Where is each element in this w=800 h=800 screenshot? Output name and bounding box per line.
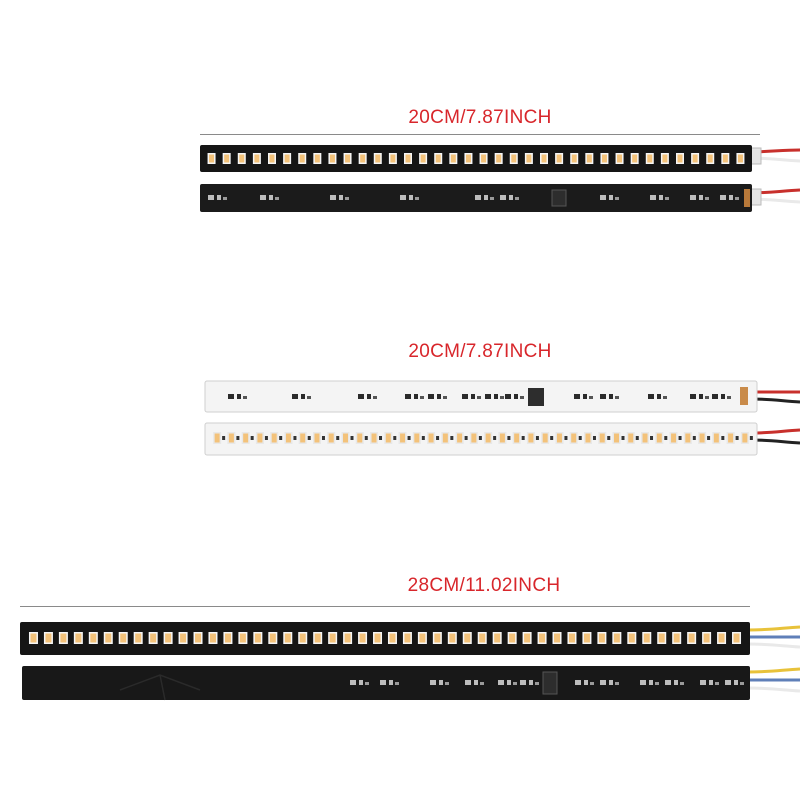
strip-3-component bbox=[465, 680, 471, 685]
strip-3-component bbox=[700, 680, 706, 685]
strip-1-component bbox=[600, 195, 606, 200]
strip-3-leds bbox=[28, 632, 742, 644]
strip-3-ic-chip bbox=[542, 671, 558, 695]
strip-2-component bbox=[292, 394, 298, 399]
dimension-label-group-2: 20CM/7.87INCH bbox=[408, 341, 552, 362]
strip-1-component bbox=[720, 195, 726, 200]
strip-3-component bbox=[520, 680, 526, 685]
strip-2-component bbox=[505, 394, 511, 399]
strip-1-component bbox=[260, 195, 266, 200]
strip-3-components bbox=[350, 680, 744, 685]
strip-3-component bbox=[380, 680, 386, 685]
strip-2-component bbox=[462, 394, 468, 399]
strip-2-component bbox=[648, 394, 654, 399]
strip-2-component bbox=[428, 394, 434, 399]
strip-1-component bbox=[330, 195, 336, 200]
wires-group-2 bbox=[751, 390, 800, 445]
strip-3-component bbox=[725, 680, 731, 685]
strip-2-component bbox=[358, 394, 364, 399]
dimension-label-group-1: 20CM/7.87INCH bbox=[408, 107, 552, 128]
strip-2-leds bbox=[213, 432, 753, 444]
strip-3-component bbox=[575, 680, 581, 685]
strip-1-component bbox=[690, 195, 696, 200]
strip-1-ic-chip bbox=[551, 189, 567, 207]
strip-3-led-side bbox=[20, 622, 750, 655]
strip-1-led-side bbox=[200, 145, 752, 172]
strip-1-component bbox=[475, 195, 481, 200]
wires-group-1 bbox=[744, 147, 800, 206]
strip-1-component bbox=[500, 195, 506, 200]
strip-3-component bbox=[430, 680, 436, 685]
strip-2-component bbox=[405, 394, 411, 399]
measurement-line-group-1 bbox=[200, 134, 760, 135]
strip-3-component bbox=[600, 680, 606, 685]
wires-group-3 bbox=[747, 625, 800, 693]
strip-2-component bbox=[574, 394, 580, 399]
strip-1-leds bbox=[207, 153, 745, 164]
strip-2-ic-chip bbox=[528, 388, 544, 406]
dimension-label-group-3: 28CM/11.02INCH bbox=[407, 575, 561, 596]
strip-2-component bbox=[600, 394, 606, 399]
strip-2-component bbox=[228, 394, 234, 399]
strip-1-component bbox=[650, 195, 656, 200]
strip-2-component bbox=[485, 394, 491, 399]
strip-3-component bbox=[350, 680, 356, 685]
strip-1-components bbox=[208, 195, 739, 200]
strip-1-component bbox=[208, 195, 214, 200]
strip-3-component bbox=[498, 680, 504, 685]
strip-1-component bbox=[400, 195, 406, 200]
strip-3-component bbox=[640, 680, 646, 685]
measurement-line-group-3 bbox=[20, 606, 750, 607]
strip-2-components bbox=[228, 394, 731, 399]
strip-2-component bbox=[712, 394, 718, 399]
strip-3-component bbox=[665, 680, 671, 685]
strip-2-component bbox=[690, 394, 696, 399]
